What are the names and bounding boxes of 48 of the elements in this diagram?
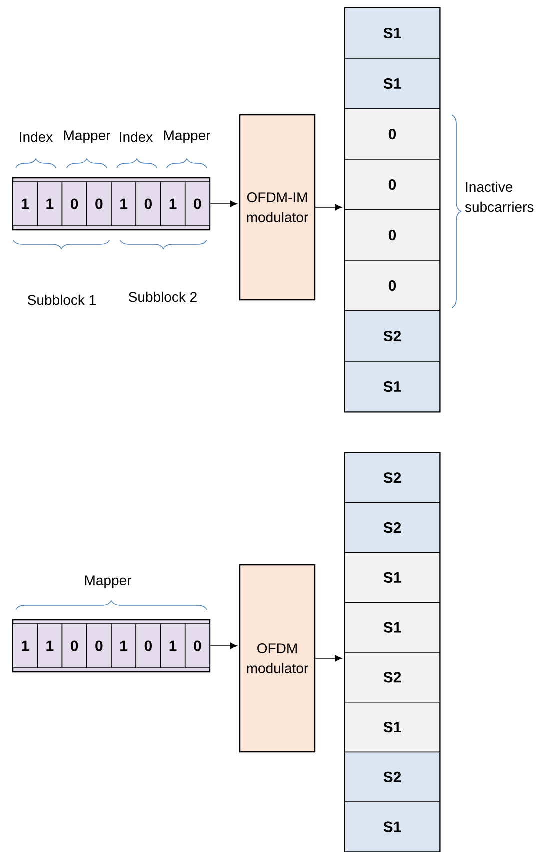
brace-label: Mapper bbox=[64, 130, 110, 144]
arrow bbox=[315, 655, 342, 662]
subcarrier-cell: 0 bbox=[344, 159, 440, 210]
brace-label: Inactive subcarriers bbox=[465, 182, 534, 212]
subcarrier-cell: S1 bbox=[344, 8, 440, 59]
bit-cell: 0 bbox=[62, 182, 88, 226]
bit-cell: 1 bbox=[37, 182, 63, 226]
bit-cell: 1 bbox=[12, 182, 38, 226]
bit-cell: 0 bbox=[62, 624, 88, 668]
bit-cell: 1 bbox=[37, 624, 63, 668]
subcarrier-cell: 0 bbox=[344, 210, 440, 261]
bit-cell: 0 bbox=[184, 182, 210, 226]
bit-cell: 1 bbox=[160, 624, 186, 668]
brace-label: Index bbox=[120, 132, 153, 142]
subcarrier-cell: S1 bbox=[344, 58, 440, 110]
bit-cell: 1 bbox=[12, 624, 38, 668]
subcarrier-cell: S2 bbox=[344, 502, 440, 554]
subcarrier-cell: S1 bbox=[344, 361, 440, 412]
bit-cell: 1 bbox=[160, 182, 186, 226]
subcarrier-cell: S1 bbox=[344, 552, 440, 604]
subcarrier-cell: 0 bbox=[344, 260, 440, 312]
arrow bbox=[210, 200, 238, 208]
brace-label: Index bbox=[20, 132, 53, 142]
modulator-box: OFDM modulator bbox=[239, 564, 316, 753]
bit-cell: 0 bbox=[184, 624, 210, 668]
modulator-box: OFDM-IM modulator bbox=[239, 114, 316, 301]
brace-label: Subblock 1 bbox=[28, 294, 96, 306]
subcarrier-cell: S2 bbox=[344, 752, 440, 803]
bit-cell: 1 bbox=[111, 182, 137, 226]
bit-cell: 0 bbox=[86, 624, 112, 668]
subcarrier-column bbox=[344, 7, 441, 413]
brace-label: Mapper bbox=[85, 576, 132, 588]
brace-label: Subblock 2 bbox=[129, 292, 197, 302]
subcarrier-column bbox=[344, 452, 441, 852]
subcarrier-cell: S2 bbox=[344, 310, 440, 362]
bit-cell: 0 bbox=[136, 624, 162, 668]
subcarrier-cell: S1 bbox=[344, 602, 440, 653]
bit-cell: 0 bbox=[86, 182, 112, 226]
subcarrier-cell: S2 bbox=[344, 452, 440, 504]
brace-label: Mapper bbox=[164, 130, 210, 144]
arrow bbox=[210, 642, 238, 650]
bit-cell: 1 bbox=[111, 624, 137, 668]
subcarrier-cell: S1 bbox=[344, 702, 440, 753]
arrow bbox=[315, 204, 342, 211]
subcarrier-cell: 0 bbox=[344, 108, 440, 160]
subcarrier-cell: S1 bbox=[344, 802, 440, 852]
subcarrier-cell: S2 bbox=[344, 652, 440, 703]
bit-cell: 0 bbox=[136, 182, 162, 226]
